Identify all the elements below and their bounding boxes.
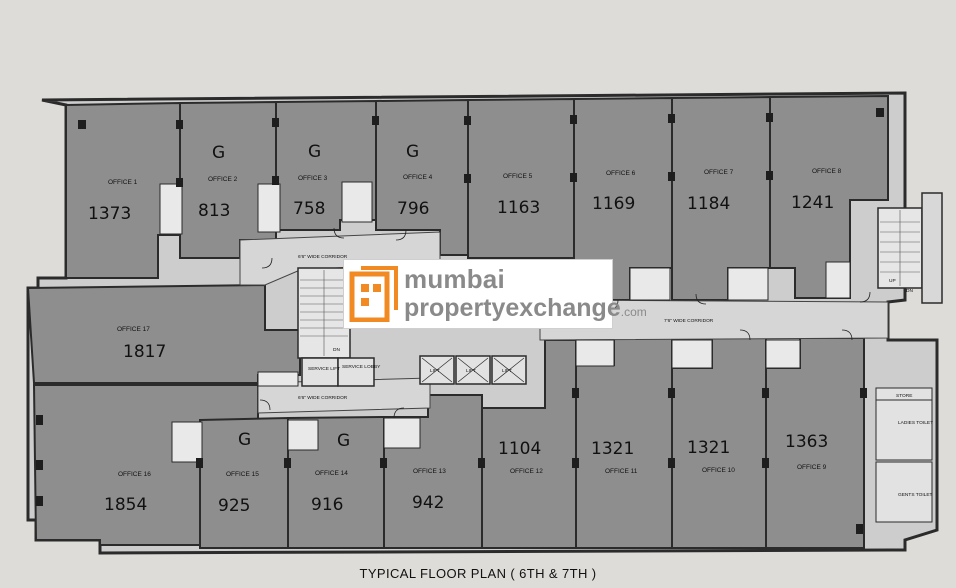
office-7-label: OFFICE 7 xyxy=(704,169,734,176)
service-lift-label: SERVICE LIFT xyxy=(308,366,340,372)
office-17-room xyxy=(26,283,301,384)
logo-building-icon xyxy=(349,266,398,322)
office-3-label: OFFICE 3 xyxy=(298,175,328,182)
office-1-area: 1373 xyxy=(88,204,131,224)
gents-toilet xyxy=(875,461,933,523)
lift-2-label: LIFT xyxy=(466,368,476,374)
office-4-label: OFFICE 4 xyxy=(403,174,433,181)
main-stair-treads xyxy=(300,270,348,356)
upper-corridor-label: 6'6" WIDE CORRIDOR xyxy=(298,254,348,260)
east-stair-wing xyxy=(921,192,943,304)
office-10-area: 1321 xyxy=(687,438,730,458)
office-15-label: OFFICE 15 xyxy=(226,471,259,478)
office-8-label: OFFICE 8 xyxy=(812,168,842,175)
service-lift xyxy=(301,357,339,387)
main-stair-dn-label: DN xyxy=(333,347,340,353)
office-6-area: 1169 xyxy=(592,194,635,214)
office-17-label: OFFICE 17 xyxy=(117,326,150,333)
office-16-label: OFFICE 16 xyxy=(118,471,151,478)
east-corridor-label: 7'6" WIDE CORRIDOR xyxy=(664,318,714,324)
office-2-area: 813 xyxy=(198,201,230,221)
office-15-mark: G xyxy=(238,430,251,450)
office-11-area: 1321 xyxy=(591,439,634,459)
watermark-logo: mumbai propertyexchange.com xyxy=(343,259,647,329)
service-lobby xyxy=(337,357,375,387)
ladies-toilet-label: LADIES TOILET xyxy=(898,420,933,426)
office-12-area: 1104 xyxy=(498,439,541,459)
office-10-label: OFFICE 10 xyxy=(702,467,735,474)
store-label: STORE xyxy=(896,393,912,399)
service-lobby-label: SERVICE LOBBY xyxy=(342,364,381,370)
office-2-label: OFFICE 2 xyxy=(208,176,238,183)
stair-up-label: UP xyxy=(889,278,896,284)
lower-corridor-label: 6'6" WIDE CORRIDOR xyxy=(298,395,348,401)
office-4-mark: G xyxy=(406,142,419,162)
office-3-mark: G xyxy=(308,142,321,162)
brand-name-main: propertyexchange xyxy=(404,294,621,322)
office-5-area: 1163 xyxy=(497,198,540,218)
office-14-area: 916 xyxy=(311,495,343,515)
office-17-area: 1817 xyxy=(123,342,166,362)
office-14-mark: G xyxy=(337,431,350,451)
office-13-area: 942 xyxy=(412,493,444,513)
office-8-area: 1241 xyxy=(791,193,834,213)
east-stair-treads xyxy=(880,210,920,286)
brand-name-line1: mumbai xyxy=(404,264,505,294)
brand-name-line2: propertyexchange.com xyxy=(404,294,647,323)
ladies-toilet xyxy=(875,399,933,461)
door-swings xyxy=(259,227,871,419)
office-6-label: OFFICE 6 xyxy=(606,170,636,177)
office-4-area: 796 xyxy=(397,199,429,219)
office-1-label: OFFICE 1 xyxy=(108,179,138,186)
office-11-label: OFFICE 11 xyxy=(605,468,638,475)
lift-3-label: LIFT xyxy=(502,368,512,374)
office-9-area: 1363 xyxy=(785,432,828,452)
office-2-mark: G xyxy=(212,143,225,163)
brand-tld: .com xyxy=(620,305,647,319)
office-15-area: 925 xyxy=(218,496,250,516)
lift-1-label: LIFT xyxy=(430,368,440,374)
office-16-area: 1854 xyxy=(104,495,147,515)
office-9-label: OFFICE 9 xyxy=(797,464,827,471)
office-12-label: OFFICE 12 xyxy=(510,468,543,475)
structural-columns xyxy=(36,108,884,534)
office-5-label: OFFICE 5 xyxy=(503,173,533,180)
stair-dn-label: DN xyxy=(906,288,913,294)
office-7-area: 1184 xyxy=(687,194,730,214)
gents-toilet-label: GENTS TOILET xyxy=(898,492,933,498)
office-toilet-blocks xyxy=(159,181,851,463)
lift-crosses xyxy=(421,357,525,383)
plan-title: TYPICAL FLOOR PLAN ( 6TH & 7TH ) xyxy=(359,566,597,581)
office-13-label: OFFICE 13 xyxy=(413,468,446,475)
office-3-area: 758 xyxy=(293,199,325,219)
office-14-label: OFFICE 14 xyxy=(315,470,348,477)
